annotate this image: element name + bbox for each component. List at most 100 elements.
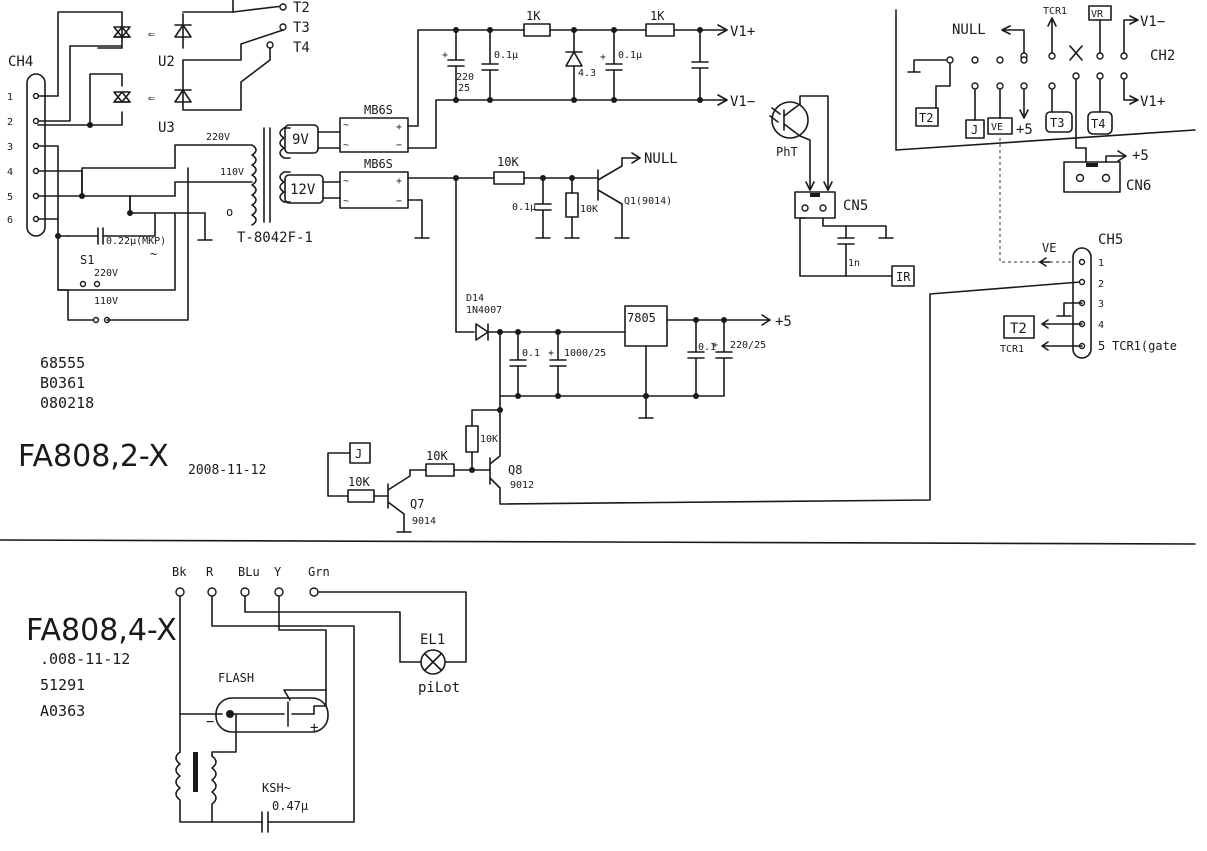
v1-supply: + 220 25 0.1μ 1K 4.3 + 0.1μ 1K V1+ V1− (407, 9, 755, 149)
section-divider (0, 539, 1196, 545)
wire-grn: Grn (308, 565, 330, 579)
flash-minus: − (206, 714, 214, 730)
ch4-pin-3: 3 (7, 142, 13, 153)
p5-rail: +5 (775, 314, 792, 330)
xfmr-label: T-8042F-1 (237, 230, 313, 246)
model-top: FA808,2-X (18, 439, 169, 474)
wire-bk: Bk (172, 565, 187, 579)
model-bottom: FA808,4-X (26, 613, 177, 648)
ch4-pin-1: 1 (7, 92, 13, 103)
q1-branch: 10K 0.1μ 10K NULL Q1(9014) (407, 151, 678, 239)
bridge1-tilde-a: ~ (343, 120, 349, 131)
r1-label: 1K (526, 9, 541, 23)
c01-a: 0.1μ (494, 50, 518, 61)
q1-label: Q1(9014) (624, 196, 672, 207)
bridge2-minus: − (396, 196, 402, 207)
bridge1-tilde-b: ~ (343, 140, 349, 151)
bridge1-minus: − (396, 140, 402, 151)
c220-b: 25 (458, 83, 470, 94)
u2-optocoupler: ⇐ U2 (37, 0, 284, 97)
ch2-t3: T3 (1050, 116, 1064, 130)
q7-part: 9014 (412, 516, 436, 527)
ch5-pin-4: 4 (1098, 320, 1104, 331)
u3-optocoupler: ⇐ U3 (37, 29, 284, 136)
d14-part: 1N4007 (466, 305, 502, 316)
ch4-label: CH4 (8, 54, 33, 70)
bridge1-plus: + (396, 122, 402, 133)
q8-label: Q8 (508, 463, 522, 477)
pilot-label: piLot (418, 680, 460, 696)
cn5-label: CN5 (843, 198, 868, 214)
ch2-v1p: V1+ (1140, 94, 1165, 110)
wire-r: R (206, 565, 214, 579)
creg-in-b: 1000/25 (564, 348, 606, 359)
cn5-section: PhT CN5 1n IR (769, 95, 915, 287)
code-top-1: 68555 (40, 354, 85, 372)
bridge2-tilde-a: ~ (343, 176, 349, 187)
terminal-t3: T3 (293, 20, 310, 36)
ch2-vr: VR (1091, 9, 1104, 20)
flash-label: FLASH (218, 671, 254, 685)
s1-label: S1 (80, 253, 94, 267)
svg-text:⇐: ⇐ (148, 27, 155, 41)
creg-out-a: 0.1 (698, 342, 716, 353)
cn6-label: CN6 (1126, 178, 1151, 194)
r4-label: 10K (580, 204, 598, 215)
model-info-top: 68555 B0361 080218 FA808,2-X 2008-11-12 (18, 354, 266, 478)
ksh-cap: 0.47μ (272, 799, 308, 813)
cn6-connector: +5 CN6 (1063, 147, 1151, 194)
bridge2-tilde-b: ~ (343, 196, 349, 207)
c01b-plus: + (600, 52, 606, 63)
code-top-3: 080218 (40, 394, 94, 412)
bottom-wires: Bk R BLu Y Grn EL1 piLot − + FLASH (172, 565, 467, 833)
wire-y: Y (274, 565, 282, 579)
code-top-2: B0361 (40, 374, 85, 392)
xfmr-9v: 9V (292, 132, 309, 148)
q7-label: Q7 (410, 497, 424, 511)
bridge-1: ~ ~ + − MB6S (339, 103, 409, 153)
flash-plus: + (310, 720, 318, 736)
s1-110v: 110V (94, 296, 118, 307)
q7-q8-section: 10K 10K Q8 9012 J 10K Q7 9014 (327, 281, 1081, 533)
ch2-board-outline (895, 9, 1196, 151)
ch2-t4: T4 (1091, 117, 1105, 131)
r3-label: 10K (497, 155, 519, 169)
mkp-tilde: ~ (150, 247, 157, 261)
ch4-pin-2: 2 (7, 117, 13, 128)
s1-220v: 220V (94, 268, 118, 279)
mkp-cap-label: 0.22μ(MKP) (106, 236, 166, 247)
r2-label: 1K (650, 9, 665, 23)
ch5-tcr1-small: TCR1 (1000, 344, 1024, 355)
model-info-bottom: FA808,4-X .008-11-12 51291 A0363 (26, 613, 177, 720)
c220-a: 220 (456, 72, 474, 83)
r7-label: 10K (480, 434, 498, 445)
ch2-null: NULL (952, 22, 986, 38)
terminal-t4: T4 (293, 40, 310, 56)
ch5-pin-2: 2 (1098, 279, 1104, 290)
code-bottom-2: A0363 (40, 702, 85, 720)
ch5-ve: VE (1042, 241, 1056, 255)
pht-label: PhT (776, 145, 798, 159)
ch4-pin-4: 4 (7, 167, 13, 178)
ch5-connector: CH5 1 2 3 4 5 TCR1(gate VE T2 TCR1 (999, 138, 1177, 359)
r6-label: 10K (426, 449, 448, 463)
v1p-rail: V1+ (730, 24, 755, 40)
u3-label: U3 (158, 120, 175, 136)
ksh-label: KSH~ (262, 781, 291, 795)
d14-ref: D14 (466, 293, 484, 304)
svg-text:⇐: ⇐ (148, 91, 155, 105)
ch2-p5: +5 (1016, 122, 1033, 138)
ch4-pin-5: 5 (7, 192, 13, 203)
ch4-connector: CH4 1 2 3 4 5 6 (7, 54, 46, 237)
c-cn5-label: 1n (848, 258, 860, 269)
el1-label: EL1 (420, 632, 445, 648)
ch2-label: CH2 (1150, 48, 1175, 64)
xfmr-110v: 110V (220, 167, 244, 178)
c01-b: 0.1μ (618, 50, 642, 61)
ch5-pin-3: 3 (1098, 299, 1104, 310)
mains-section: 0.22μ(MKP) ~ S1 220V 110V (37, 144, 253, 324)
creg-out-plus: + (712, 340, 718, 351)
r5-label: 10K (348, 475, 370, 489)
u2-label: U2 (158, 54, 175, 70)
